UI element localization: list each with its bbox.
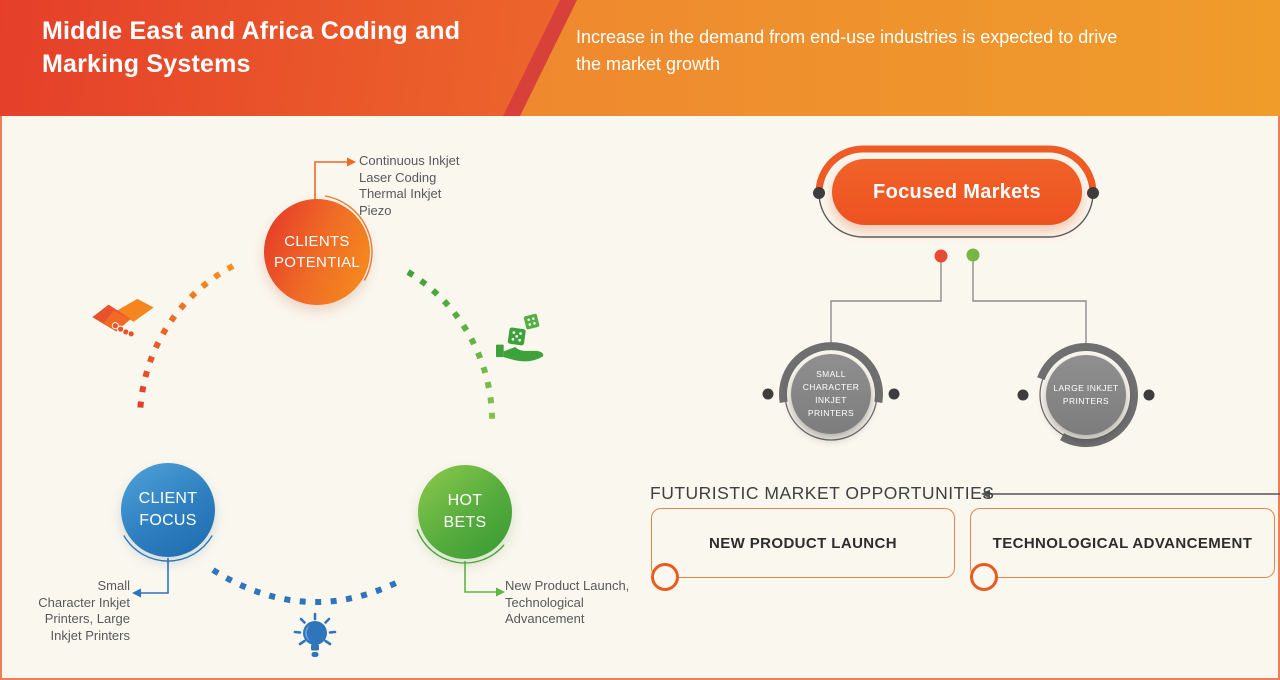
header-banner: Middle East and Africa Coding and Markin…: [0, 0, 1280, 116]
focused-markets-title: Focused Markets: [873, 180, 1041, 203]
content-frame: [0, 116, 1280, 680]
small-character-inkjet-node: SMALL CHARACTER INKJET PRINTERS: [791, 354, 871, 434]
technological-advancement-label: TECHNOLOGICAL ADVANCEMENT: [992, 534, 1253, 552]
hot-bets-circle: HOT BETS: [418, 465, 512, 559]
box-corner-ring-icon: [651, 563, 679, 591]
box-corner-ring-icon: [970, 563, 998, 591]
clients-potential-note: Continuous Inkjet Laser Coding Thermal I…: [359, 153, 460, 218]
hot-bets-label: HOT BETS: [443, 492, 487, 531]
client-focus-circle: CLIENT FOCUS: [121, 463, 215, 557]
small-character-inkjet-label: SMALL CHARACTER INKJET PRINTERS: [802, 368, 860, 419]
opportunities-heading: FUTURISTIC MARKET OPPORTUNITIES: [650, 483, 995, 503]
hot-bets-note: New Product Launch, Technological Advanc…: [505, 578, 630, 626]
client-focus-note: Small Character Inkjet Printers, Large I…: [38, 578, 130, 643]
technological-advancement-box: TECHNOLOGICAL ADVANCEMENT: [970, 508, 1275, 578]
lightbulb-icon: [293, 612, 337, 657]
client-focus-label: CLIENT FOCUS: [138, 490, 198, 529]
large-inkjet-label: LARGE INKJET PRINTERS: [1053, 382, 1119, 406]
new-product-launch-box: NEW PRODUCT LAUNCH: [651, 508, 955, 578]
clients-potential-label: CLIENTS POTENTIAL: [274, 233, 361, 271]
hand-with-dice-icon: [496, 313, 544, 362]
new-product-launch-label: NEW PRODUCT LAUNCH: [708, 534, 898, 552]
large-inkjet-node: LARGE INKJET PRINTERS: [1046, 355, 1126, 435]
clients-potential-circle: CLIENTS POTENTIAL: [264, 199, 370, 305]
handshake-icon: [92, 298, 154, 338]
header-left-gradient: [0, 0, 562, 116]
page-title: Middle East and Africa Coding and Markin…: [42, 17, 461, 78]
page-subtitle: Increase in the demand from end-use indu…: [576, 27, 1118, 74]
focused-markets-pill: Focused Markets: [832, 159, 1082, 225]
